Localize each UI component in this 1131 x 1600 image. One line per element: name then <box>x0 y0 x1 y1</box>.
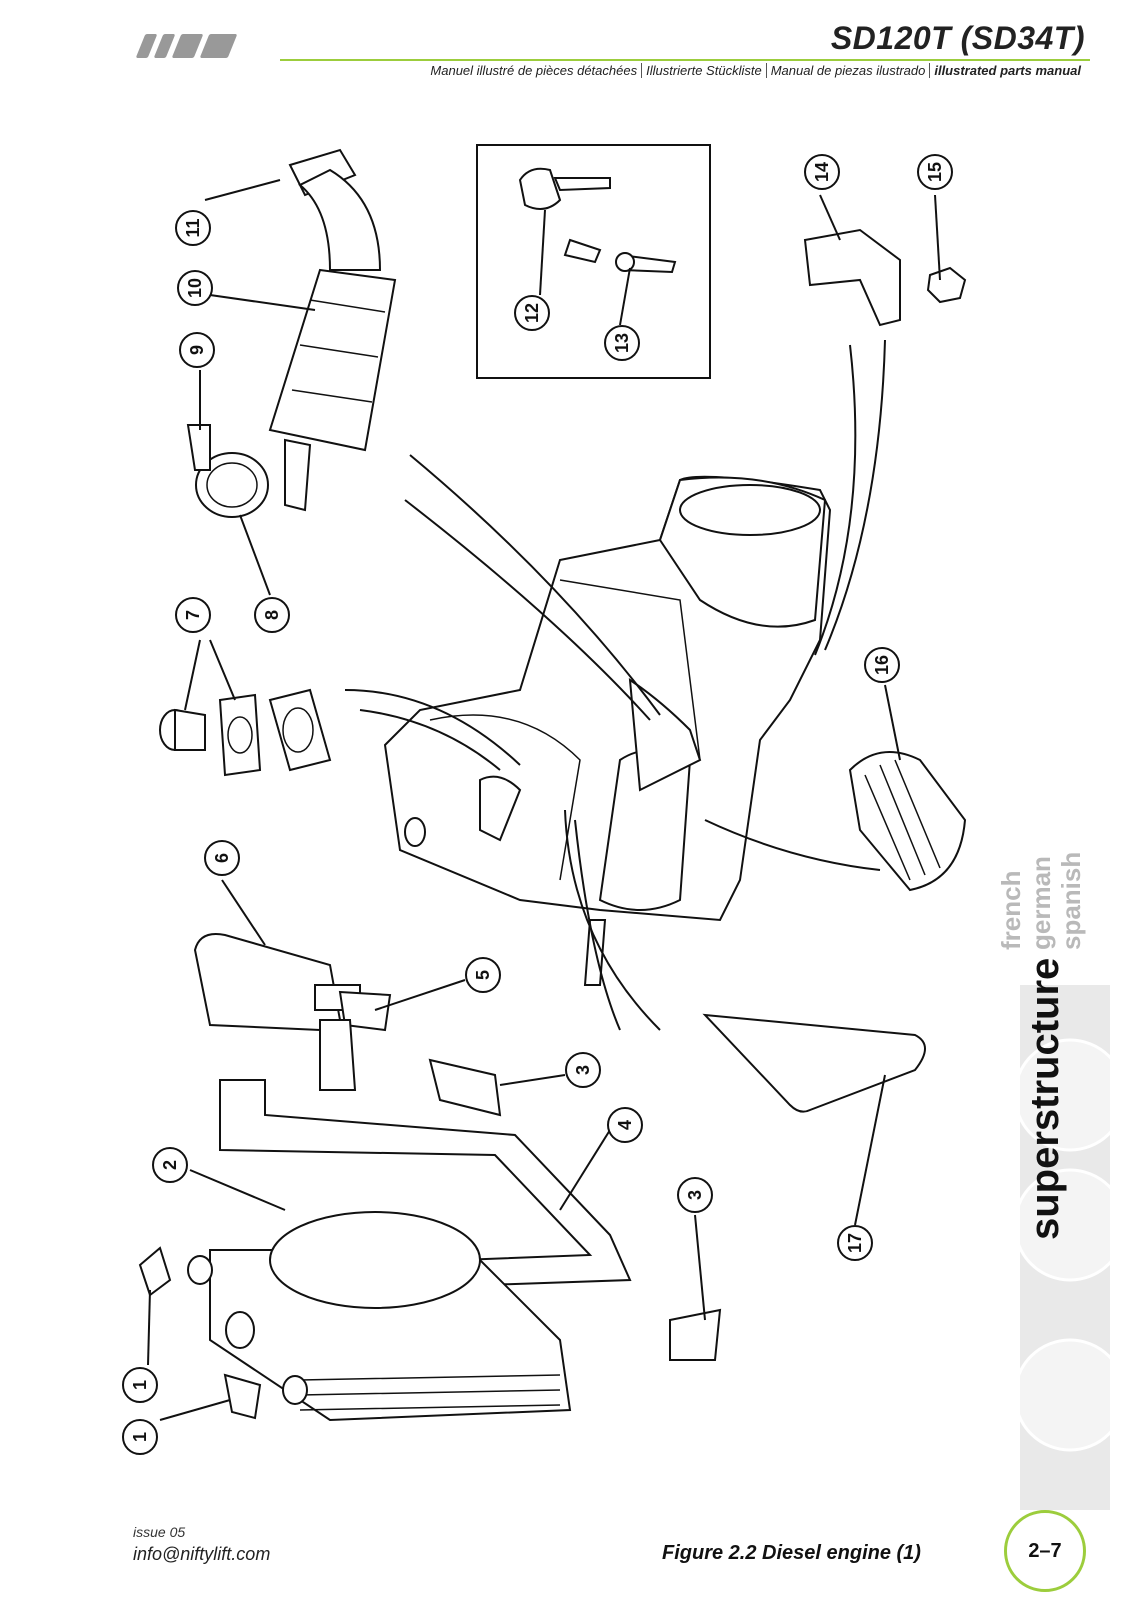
clamp-ring <box>186 424 269 518</box>
svg-text:4: 4 <box>615 1120 635 1130</box>
svg-text:2: 2 <box>160 1160 180 1170</box>
callout-2: 2 <box>152 1147 188 1183</box>
callout-10: 10 <box>177 270 213 306</box>
callout-15: 15 <box>917 154 953 190</box>
callout-14: 14 <box>804 154 840 190</box>
exhaust-silencer <box>268 148 397 512</box>
title-german: Illustrierte Stückliste <box>641 63 766 78</box>
callout-4: 4 <box>607 1107 643 1143</box>
callout-1-upper: 1 <box>122 1367 158 1403</box>
callout-12: 12 <box>514 295 550 331</box>
svg-text:13: 13 <box>612 333 632 353</box>
figure-caption: Figure 2.2 Diesel engine (1) <box>662 1542 921 1564</box>
title-french: Manuel illustré de pièces détachées <box>430 63 638 78</box>
svg-text:11: 11 <box>183 218 203 237</box>
oil-filter <box>848 751 967 892</box>
svg-text:15: 15 <box>925 162 945 182</box>
callout-9: 9 <box>179 332 215 368</box>
ignition-switch <box>518 167 677 274</box>
hex-nut <box>926 266 967 304</box>
page-number: 2–7 <box>1004 1510 1086 1592</box>
svg-text:8: 8 <box>262 610 282 620</box>
callout-16: 16 <box>864 647 900 683</box>
lang-german: german <box>1026 856 1056 950</box>
title-english: illustrated parts manual <box>929 63 1085 78</box>
fan-belt <box>702 1013 926 1113</box>
section-label: superstructure <box>1023 957 1067 1240</box>
air-cleaner <box>193 933 392 1032</box>
title-spanish: Manual de piezas ilustrado <box>765 63 930 78</box>
svg-text:3: 3 <box>685 1190 705 1200</box>
svg-text:3: 3 <box>573 1065 593 1075</box>
diesel-engine <box>383 475 832 986</box>
manual-subtitle: Manuel illustré de pièces détachées Illu… <box>426 63 1085 78</box>
header-rule <box>280 59 1090 61</box>
callout-11: 11 <box>175 210 211 246</box>
callout-1-lower: 1 <box>122 1419 158 1455</box>
callout-17: 17 <box>837 1225 873 1261</box>
brand-logo <box>133 30 273 67</box>
callout-3-lower: 3 <box>677 1177 713 1213</box>
svg-text:7: 7 <box>183 610 203 620</box>
svg-text:1: 1 <box>130 1432 150 1442</box>
contact-email[interactable]: info@niftylift.com <box>133 1544 271 1564</box>
callout-13: 13 <box>604 325 640 361</box>
svg-text:16: 16 <box>872 655 892 675</box>
svg-text:9: 9 <box>187 345 207 355</box>
callout-3-upper: 3 <box>565 1052 601 1088</box>
svg-text:17: 17 <box>845 1233 865 1253</box>
exploded-diagram: 1 1 2 3 3 4 5 6 7 8 9 10 11 12 13 14 15 … <box>122 144 967 1455</box>
issue-number: issue 05 <box>133 1524 186 1540</box>
svg-text:1: 1 <box>130 1380 150 1390</box>
air-cleaner-bracket <box>319 1019 357 1091</box>
lang-french: french <box>996 870 1026 950</box>
callout-7: 7 <box>175 597 211 633</box>
thermostat <box>159 688 332 777</box>
callout-8: 8 <box>254 597 290 633</box>
rubber-mount-lower <box>223 1373 262 1420</box>
lang-spanish: spanish <box>1056 851 1086 950</box>
engine-bracket <box>803 228 901 327</box>
svg-text:10: 10 <box>185 278 205 298</box>
callout-6: 6 <box>204 840 240 876</box>
model-title: SD120T (SD34T) <box>830 20 1085 56</box>
bracket-upper <box>428 1058 502 1117</box>
callout-5: 5 <box>465 957 501 993</box>
svg-text:12: 12 <box>522 303 542 323</box>
bracket-lower <box>669 1308 722 1361</box>
radiator <box>187 1211 572 1422</box>
svg-text:14: 14 <box>812 162 832 182</box>
rubber-mount-upper <box>138 1246 172 1297</box>
svg-text:6: 6 <box>212 853 232 863</box>
svg-text:5: 5 <box>473 970 493 980</box>
